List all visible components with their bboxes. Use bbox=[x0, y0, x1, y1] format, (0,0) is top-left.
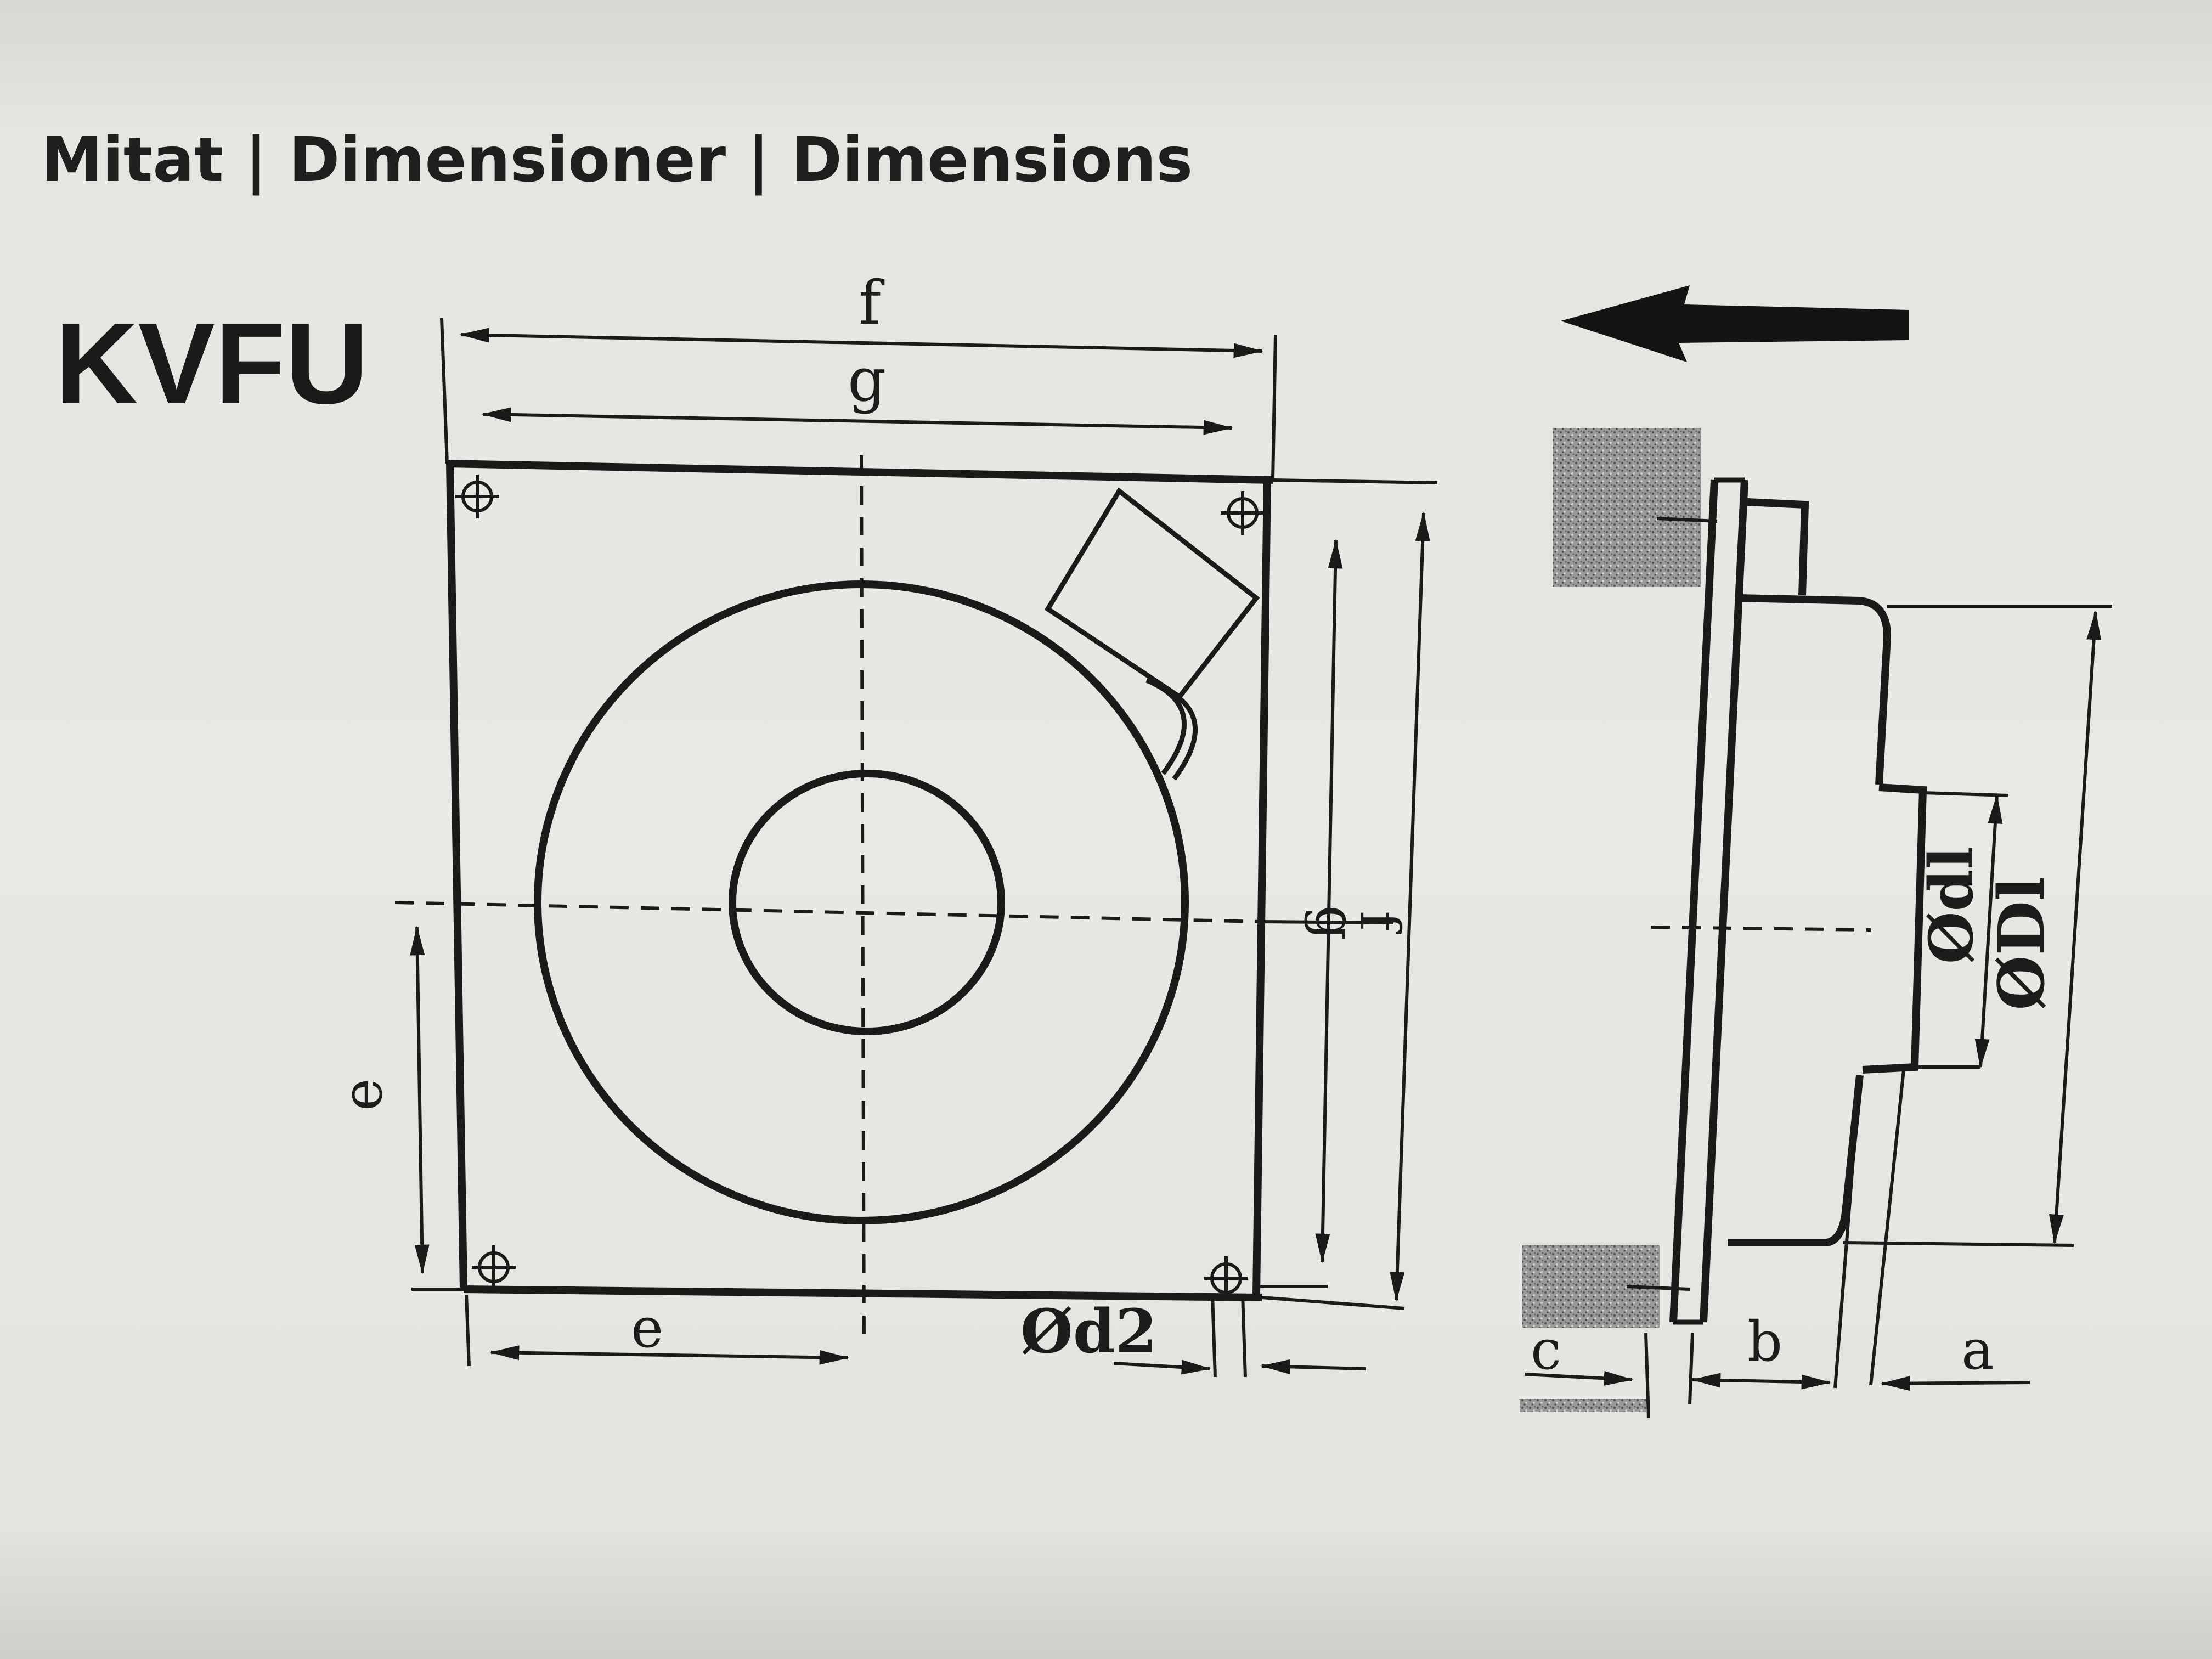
label-e-left: e bbox=[330, 1079, 394, 1111]
side-view: Ødl ØDl c b a bbox=[1520, 285, 2112, 1419]
dimension-g-top bbox=[481, 407, 1233, 435]
label-g-top: g bbox=[848, 345, 886, 415]
dimension-dl-small bbox=[1974, 794, 2003, 1069]
dimension-b bbox=[1691, 1373, 1831, 1390]
label-f-top: f bbox=[859, 268, 885, 338]
mounting-hole-top-right bbox=[1221, 491, 1265, 535]
side-centerline bbox=[1651, 926, 1871, 932]
dimension-dl-large bbox=[2049, 610, 2102, 1244]
wall-section-base bbox=[1520, 1399, 1646, 1412]
fan-body bbox=[1728, 594, 2112, 1389]
dimension-a bbox=[1880, 1376, 2030, 1391]
housing-outline bbox=[411, 318, 1438, 1378]
front-view: f g g f e e Ød2 bbox=[330, 268, 1438, 1378]
label-c: c bbox=[1531, 1318, 1561, 1382]
label-g-side: g bbox=[1304, 905, 1368, 940]
dimension-d2-arrow-left bbox=[1113, 1359, 1211, 1375]
airflow-direction-arrow-icon bbox=[1561, 285, 1909, 362]
page-title: Mitat | Dimensioner | Dimensions bbox=[41, 125, 1193, 196]
label-b: b bbox=[1747, 1310, 1782, 1374]
dimension-f-side bbox=[1390, 511, 1430, 1302]
label-d2: Ød2 bbox=[1020, 1296, 1157, 1367]
terminal-box bbox=[1044, 487, 1260, 781]
horizontal-centerline bbox=[394, 901, 1262, 923]
dimension-e-left bbox=[410, 926, 430, 1274]
mounting-hole-top-left bbox=[455, 475, 499, 518]
label-dl-large: ØDl bbox=[1985, 877, 2059, 1011]
dimension-f-top bbox=[459, 328, 1263, 358]
label-e-bottom: e bbox=[631, 1296, 663, 1360]
vertical-centerline bbox=[860, 455, 866, 1345]
label-f-side: f bbox=[1347, 911, 1412, 935]
dimension-e-bottom bbox=[489, 1345, 849, 1365]
label-dl-small: Ødl bbox=[1916, 847, 1987, 964]
wall-section-top bbox=[1553, 428, 1701, 587]
inner-ring bbox=[729, 770, 1005, 1035]
dimension-c bbox=[1525, 1370, 1634, 1386]
model-name: KVFU bbox=[55, 299, 369, 428]
terminal-box-side bbox=[1747, 498, 1809, 596]
mounting-hole-bottom-left bbox=[472, 1245, 516, 1289]
mounting-hole-bottom-right bbox=[1204, 1256, 1248, 1300]
front-plate bbox=[1626, 477, 1748, 1325]
dimension-d2-arrow-right bbox=[1260, 1359, 1367, 1374]
label-a: a bbox=[1961, 1318, 1994, 1382]
dimension-g-side bbox=[1315, 539, 1343, 1263]
